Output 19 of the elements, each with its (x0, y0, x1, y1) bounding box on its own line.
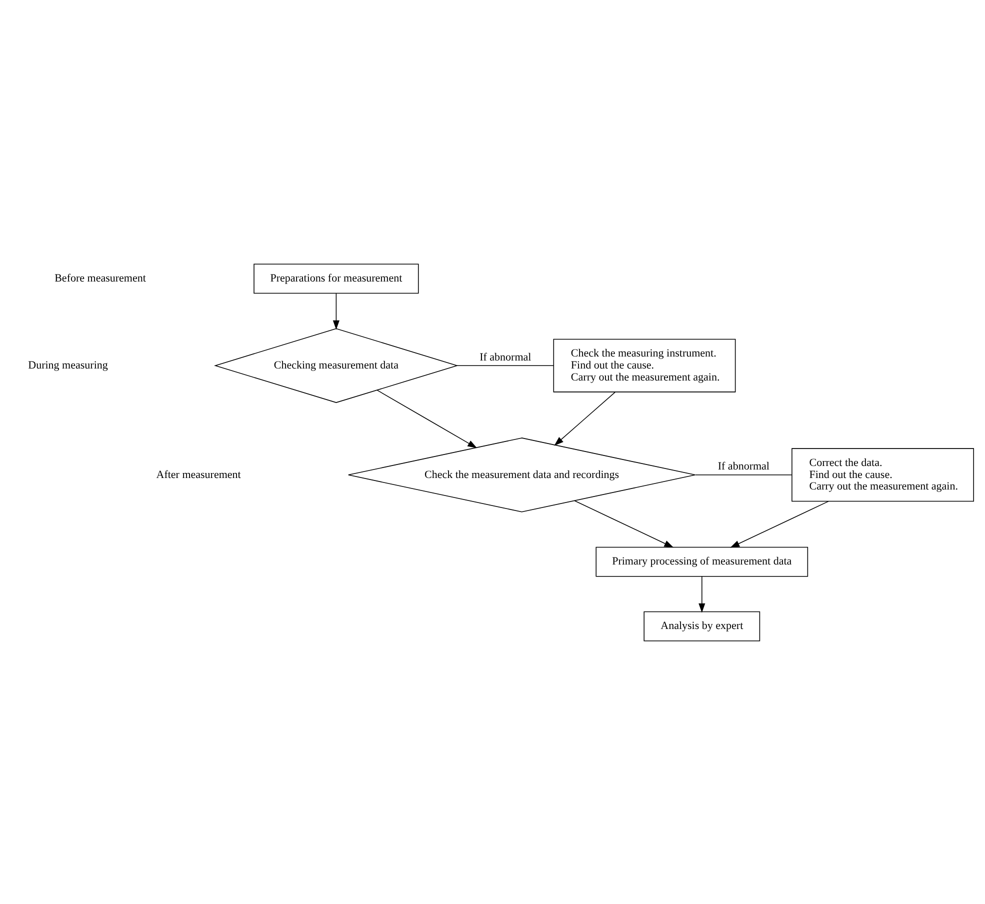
arrow (332, 292, 340, 330)
node-box: Analysis by expert (644, 610, 760, 641)
edge-label: If abnormal (480, 350, 532, 363)
node-diamond: Checking measurement data (214, 328, 458, 402)
label: Before measurement (54, 272, 146, 284)
label: After measurement (156, 468, 241, 480)
arrow (554, 391, 616, 446)
connector (456, 364, 554, 366)
label: During measuring (28, 359, 108, 372)
arrow (574, 500, 674, 548)
node-box: Preparations for measurement (254, 263, 419, 294)
arrow (376, 389, 478, 448)
arrow (730, 500, 829, 548)
node-box: Correct the data. Find out the cause. Carry out the measurement again. (792, 448, 974, 502)
node-box: Primary processing of measurement data (596, 546, 808, 576)
arrow (698, 576, 706, 612)
connector (695, 474, 792, 475)
node-box: Check the measuring instrument. Find out the cause. Carry out the measurement again. (553, 338, 736, 392)
edge-label: If abnormal (718, 460, 770, 472)
